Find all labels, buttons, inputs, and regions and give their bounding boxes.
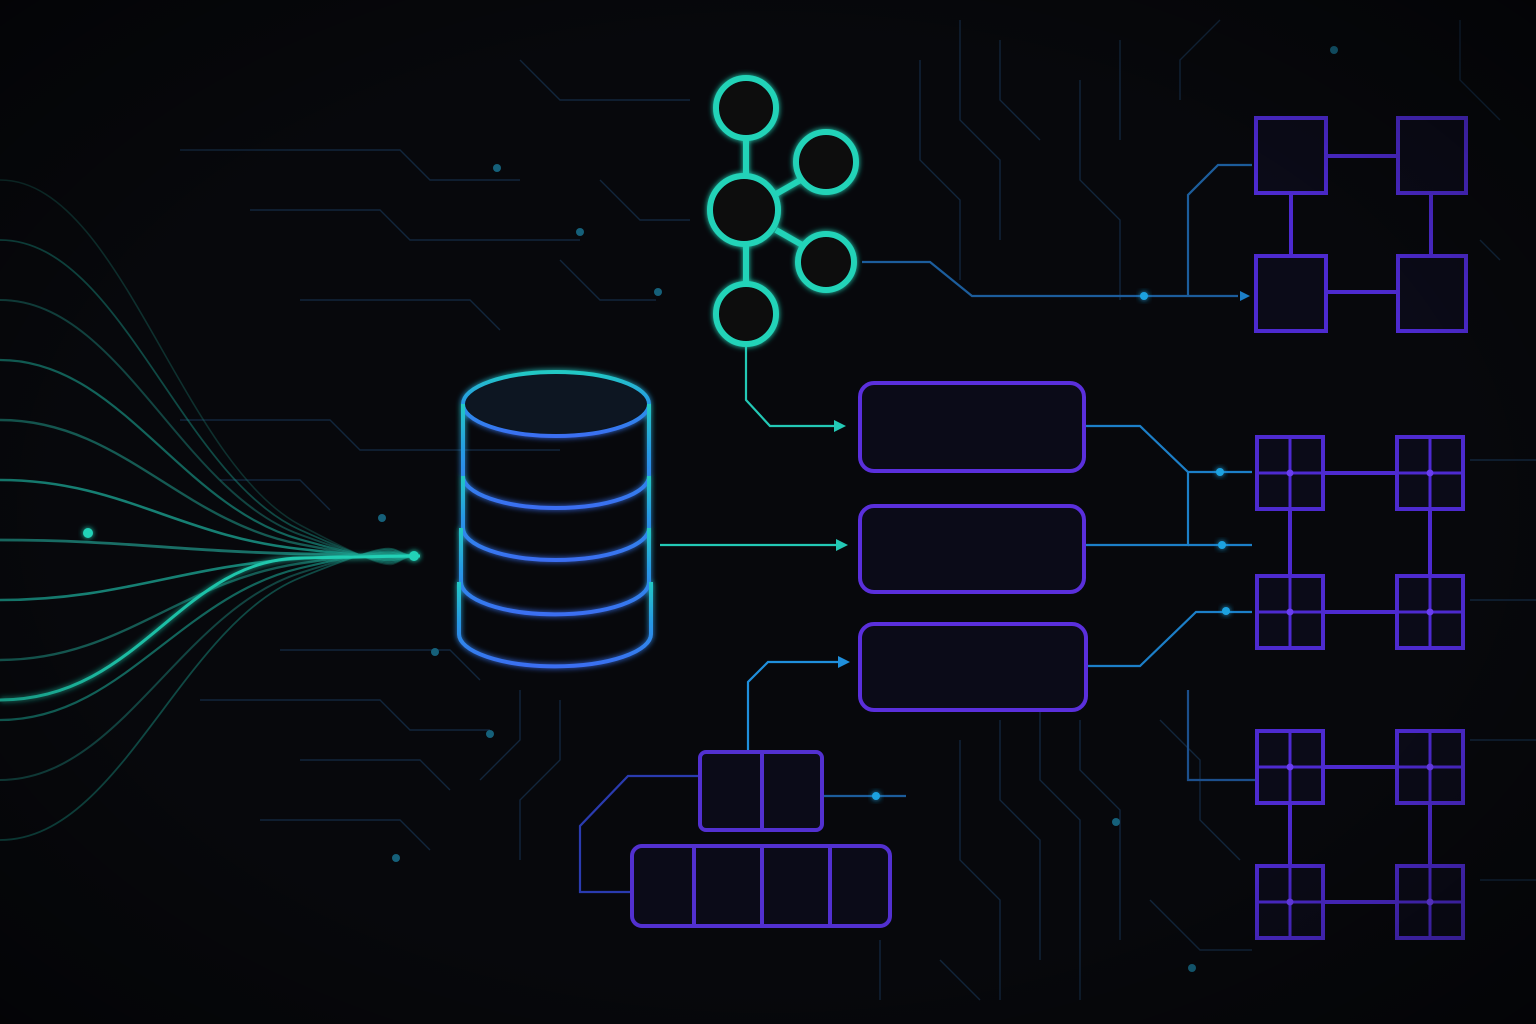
vignette bbox=[0, 0, 1536, 1024]
data-pipeline-diagram bbox=[0, 0, 1536, 1024]
